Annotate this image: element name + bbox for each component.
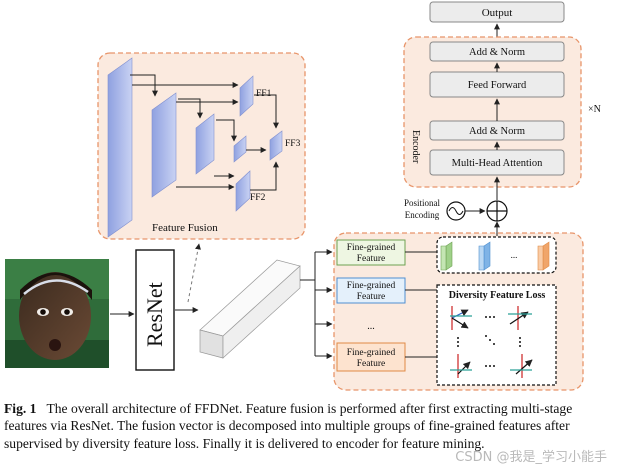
branch-arrows (300, 249, 333, 359)
fine-to-vector-links (405, 251, 437, 358)
feature-vectors-ellipsis: ... (511, 250, 518, 260)
feature-vector-blue (478, 241, 491, 271)
positional-encoding-icon (446, 201, 466, 221)
caption-label: Fig. 1 (4, 401, 37, 416)
adder-icon (486, 200, 508, 222)
resnet-label: ResNet (142, 282, 167, 347)
diversity-loss-box (436, 284, 557, 386)
ff1-block (239, 75, 254, 117)
watermark: CSDN @我是_学习小能手 (455, 450, 607, 465)
feature-vector-orange (537, 241, 550, 271)
feature-slab-3 (195, 113, 215, 175)
figure-caption: Fig. 1 The overall architecture of FFDNe… (4, 400, 610, 452)
add-norm-top-box (429, 41, 565, 62)
ff3-label: FF3 (285, 139, 301, 149)
encoder-repeat-label: ×N (588, 104, 601, 115)
add-norm-bottom-label: Add & Norm (469, 126, 525, 137)
input-face-image (5, 259, 109, 368)
ff2-block (235, 170, 251, 212)
diversity-loss-title: Diversity Feature Loss (449, 290, 546, 301)
fine-grained-ellipsis: ... (367, 321, 375, 332)
feature-vectors-box (436, 236, 557, 274)
fusion-link (187, 243, 201, 303)
ff1-label: FF1 (256, 89, 272, 99)
encoder-output-label: Output (482, 7, 513, 19)
fused-vector-bar (199, 259, 301, 359)
caption-text: The overall architecture of FFDNet. Feat… (4, 401, 573, 451)
fusion-arrows (130, 74, 279, 191)
resnet-block (135, 249, 175, 371)
feature-slab-1 (107, 57, 133, 238)
feature-slab-4 (233, 135, 247, 163)
add-norm-top-label: Add & Norm (469, 47, 525, 58)
feature-vector-green (440, 241, 453, 271)
feature-slab-2 (151, 92, 177, 198)
multi-head-attention-label: Multi-Head Attention (452, 158, 543, 169)
feature-fusion-title: Feature Fusion (152, 222, 218, 234)
diversity-loss-grid (450, 306, 533, 378)
feed-forward-label: Feed Forward (468, 80, 527, 91)
ff2-label: FF2 (250, 193, 266, 203)
encoder-side-label: Encoder (410, 130, 421, 164)
ff3-block (269, 130, 283, 161)
encoder-output-box (429, 1, 565, 23)
